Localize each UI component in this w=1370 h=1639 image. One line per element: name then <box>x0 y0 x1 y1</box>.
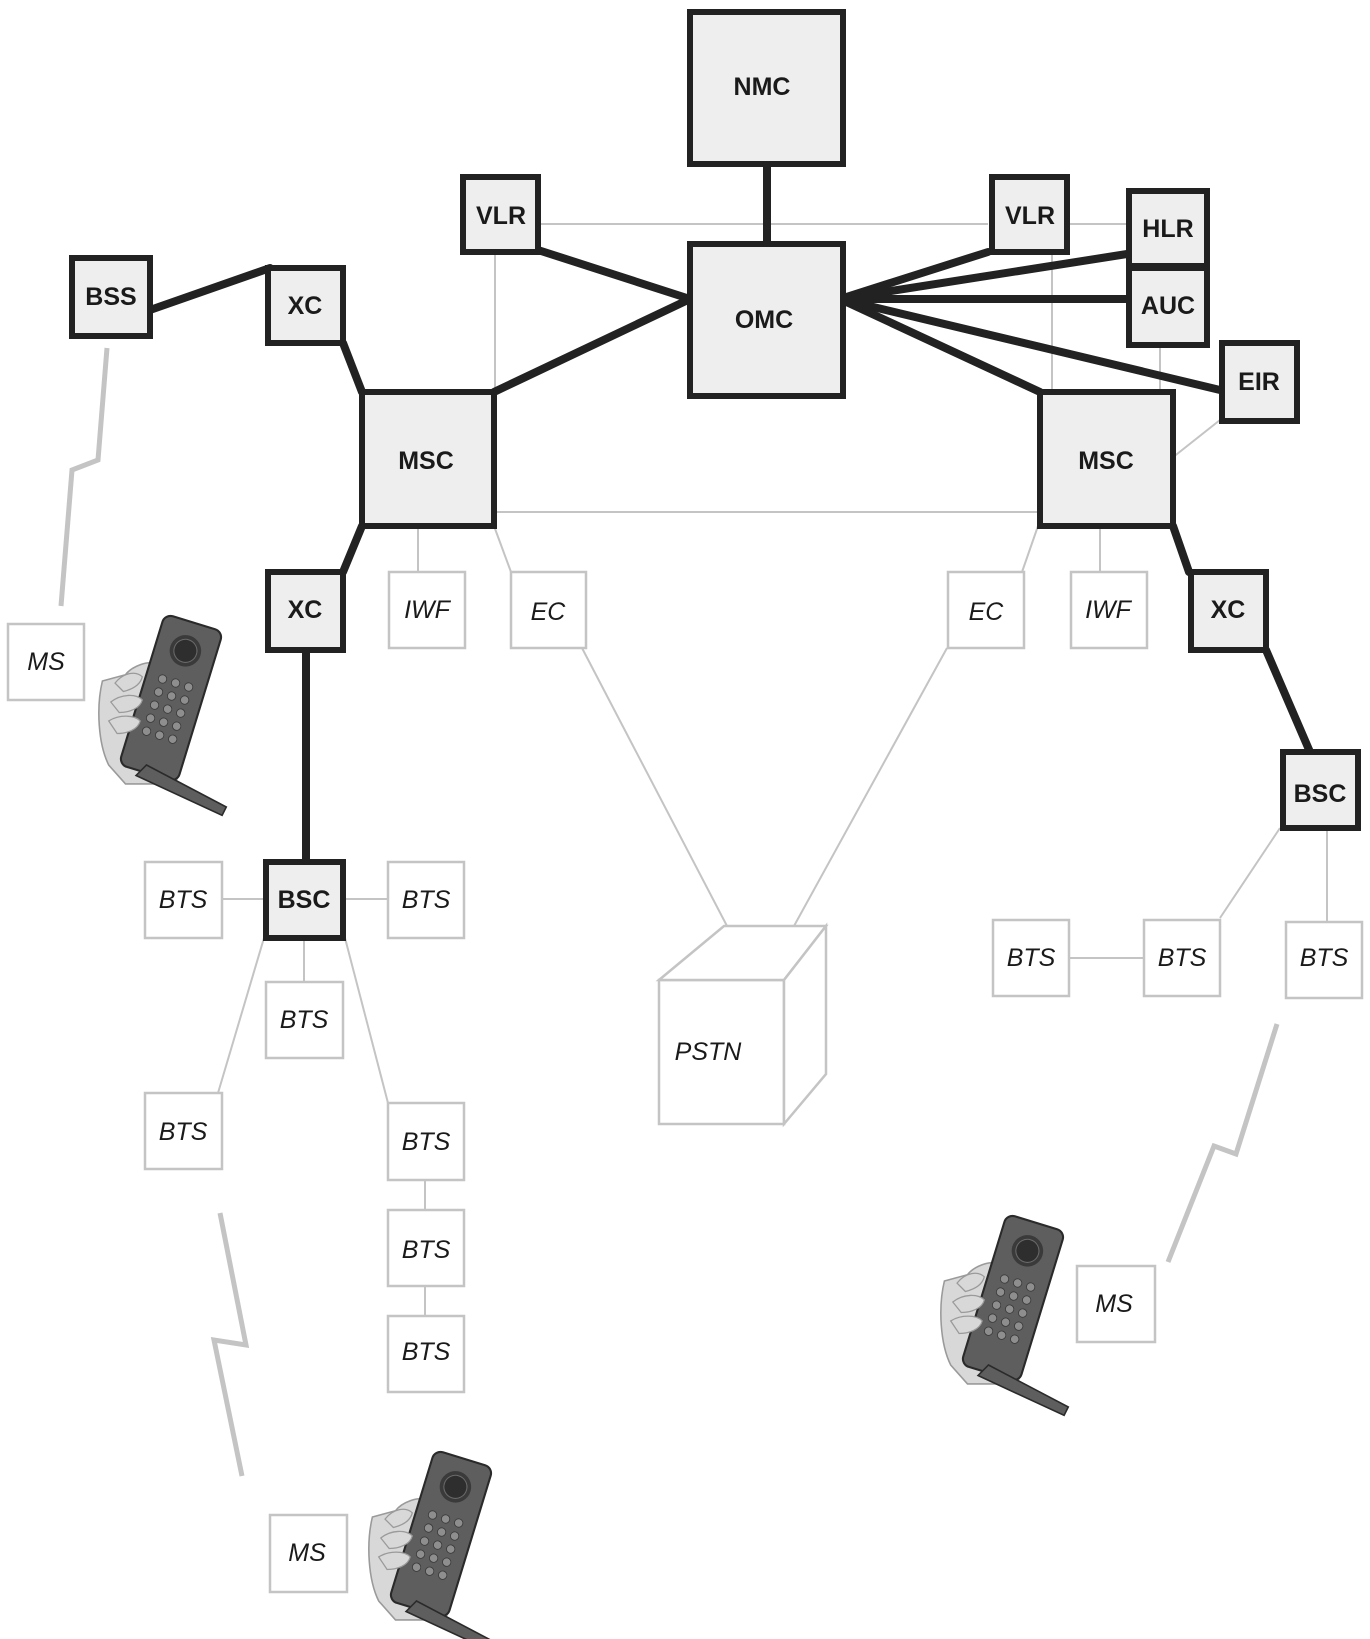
link-vlr-omc <box>534 246 694 303</box>
label-nmc: NMC <box>734 73 791 101</box>
label-msc-right: MSC <box>1078 447 1134 475</box>
node-vlr-left[interactable] <box>460 174 541 255</box>
node-bts-chain-3[interactable] <box>386 1314 466 1394</box>
mobile-phone-icon <box>939 1212 1070 1417</box>
node-bts-left-s[interactable] <box>264 980 345 1060</box>
node-msc-right[interactable] <box>1037 389 1176 529</box>
core-nodes <box>69 9 1361 941</box>
link-eir-msc <box>1171 419 1221 459</box>
label-ms-bottom: MS <box>288 1539 326 1567</box>
label-ec-right: EC <box>969 598 1005 626</box>
node-ms-top-left[interactable] <box>6 622 86 702</box>
link-msc-ec-left <box>493 525 512 573</box>
node-bsc-left[interactable] <box>263 859 346 941</box>
node-ms-bottom[interactable] <box>268 1513 349 1594</box>
node-vlr-right[interactable] <box>989 174 1070 255</box>
access-nodes <box>6 570 1364 1594</box>
node-bss[interactable] <box>69 255 153 339</box>
node-xc-left[interactable] <box>265 569 346 653</box>
label-auc: AUC <box>1141 292 1195 320</box>
node-bts-right-3[interactable] <box>1284 920 1364 1000</box>
label-bts-left-e: BTS <box>402 886 451 914</box>
label-ms-right: MS <box>1095 1290 1133 1318</box>
node-nmc[interactable] <box>687 9 846 167</box>
node-pstn[interactable] <box>655 922 829 1128</box>
label-bts-chain-1: BTS <box>402 1128 451 1156</box>
label-omc: OMC <box>735 306 793 334</box>
label-bsc-left: BSC <box>278 886 331 914</box>
node-bsc-right[interactable] <box>1280 749 1361 831</box>
node-ms-right[interactable] <box>1075 1264 1157 1344</box>
node-msc-left[interactable] <box>359 389 497 529</box>
label-msc-left: MSC <box>398 447 454 475</box>
node-hlr[interactable] <box>1126 188 1210 269</box>
label-bts-left-s: BTS <box>280 1006 329 1034</box>
node-bts-left-sw[interactable] <box>143 1091 224 1171</box>
link-bsc-right-bts-2 <box>1219 827 1281 919</box>
node-iwf-right[interactable] <box>1069 570 1149 650</box>
label-xc-left: XC <box>288 596 323 624</box>
label-xc-right: XC <box>1211 596 1246 624</box>
label-bts-chain-3: BTS <box>402 1338 451 1366</box>
link-omc-msc-right <box>836 295 1044 396</box>
node-auc[interactable] <box>1126 265 1210 348</box>
node-bts-right-1[interactable] <box>991 918 1071 998</box>
link-msc-xc-right <box>1169 522 1193 576</box>
radio-links <box>58 347 1280 1477</box>
label-xc-top-left: XC <box>288 292 323 320</box>
link-xc-bsc-right <box>1262 646 1314 756</box>
node-eir[interactable] <box>1219 340 1300 424</box>
node-ec-left[interactable] <box>509 570 588 650</box>
label-ec-left: EC <box>531 598 567 626</box>
link-xc-msc-left <box>339 339 366 396</box>
label-bts-right-2: BTS <box>1158 944 1207 972</box>
link-omc-msc-left <box>490 295 694 396</box>
link-ec-left-pstn <box>581 647 728 927</box>
link-bss-xc <box>146 264 274 314</box>
node-bts-chain-2[interactable] <box>386 1208 466 1288</box>
core-links <box>146 160 1314 864</box>
label-bsc-right: BSC <box>1294 780 1347 808</box>
label-ms-top-left: MS <box>27 648 65 676</box>
node-bts-right-2[interactable] <box>1142 918 1222 998</box>
link-omc-eir <box>836 295 1224 394</box>
label-hlr: HLR <box>1142 215 1193 243</box>
radio-link-icon <box>210 1212 250 1477</box>
access-links <box>217 223 1328 1316</box>
node-xc-right[interactable] <box>1188 569 1269 653</box>
label-eir: EIR <box>1238 368 1280 396</box>
label-bts-chain-2: BTS <box>402 1236 451 1264</box>
mobile-phone-icon <box>367 1448 498 1639</box>
link-msc-ec-right <box>1021 525 1039 573</box>
label-bss: BSS <box>85 283 136 311</box>
node-bts-left-e[interactable] <box>386 860 466 940</box>
label-vlr-left: VLR <box>476 202 526 230</box>
node-ec-right[interactable] <box>946 570 1026 650</box>
radio-link-icon <box>1165 1023 1280 1263</box>
label-pstn: PSTN <box>675 1038 743 1066</box>
label-bts-right-1: BTS <box>1007 944 1056 972</box>
label-iwf-right: IWF <box>1085 596 1133 624</box>
node-bts-left-w[interactable] <box>143 860 224 940</box>
label-iwf-left: IWF <box>404 596 452 624</box>
radio-link-icon <box>58 347 110 607</box>
link-msc-xc-left <box>339 522 366 576</box>
node-omc[interactable] <box>687 241 846 399</box>
label-vlr-right: VLR <box>1005 202 1055 230</box>
mobile-phone-icon <box>97 612 228 817</box>
link-bsc-bts-chain <box>344 937 389 1104</box>
node-bts-chain-1[interactable] <box>386 1101 466 1182</box>
label-bts-left-sw: BTS <box>159 1118 208 1146</box>
node-xc-top-left[interactable] <box>265 265 346 346</box>
node-iwf-left[interactable] <box>387 570 467 650</box>
link-ec-right-pstn <box>793 647 948 927</box>
label-bts-right-3: BTS <box>1300 944 1349 972</box>
link-omc-hlr <box>836 250 1131 303</box>
label-bts-left-w: BTS <box>159 886 208 914</box>
link-bsc-bts-sw <box>217 937 265 1094</box>
